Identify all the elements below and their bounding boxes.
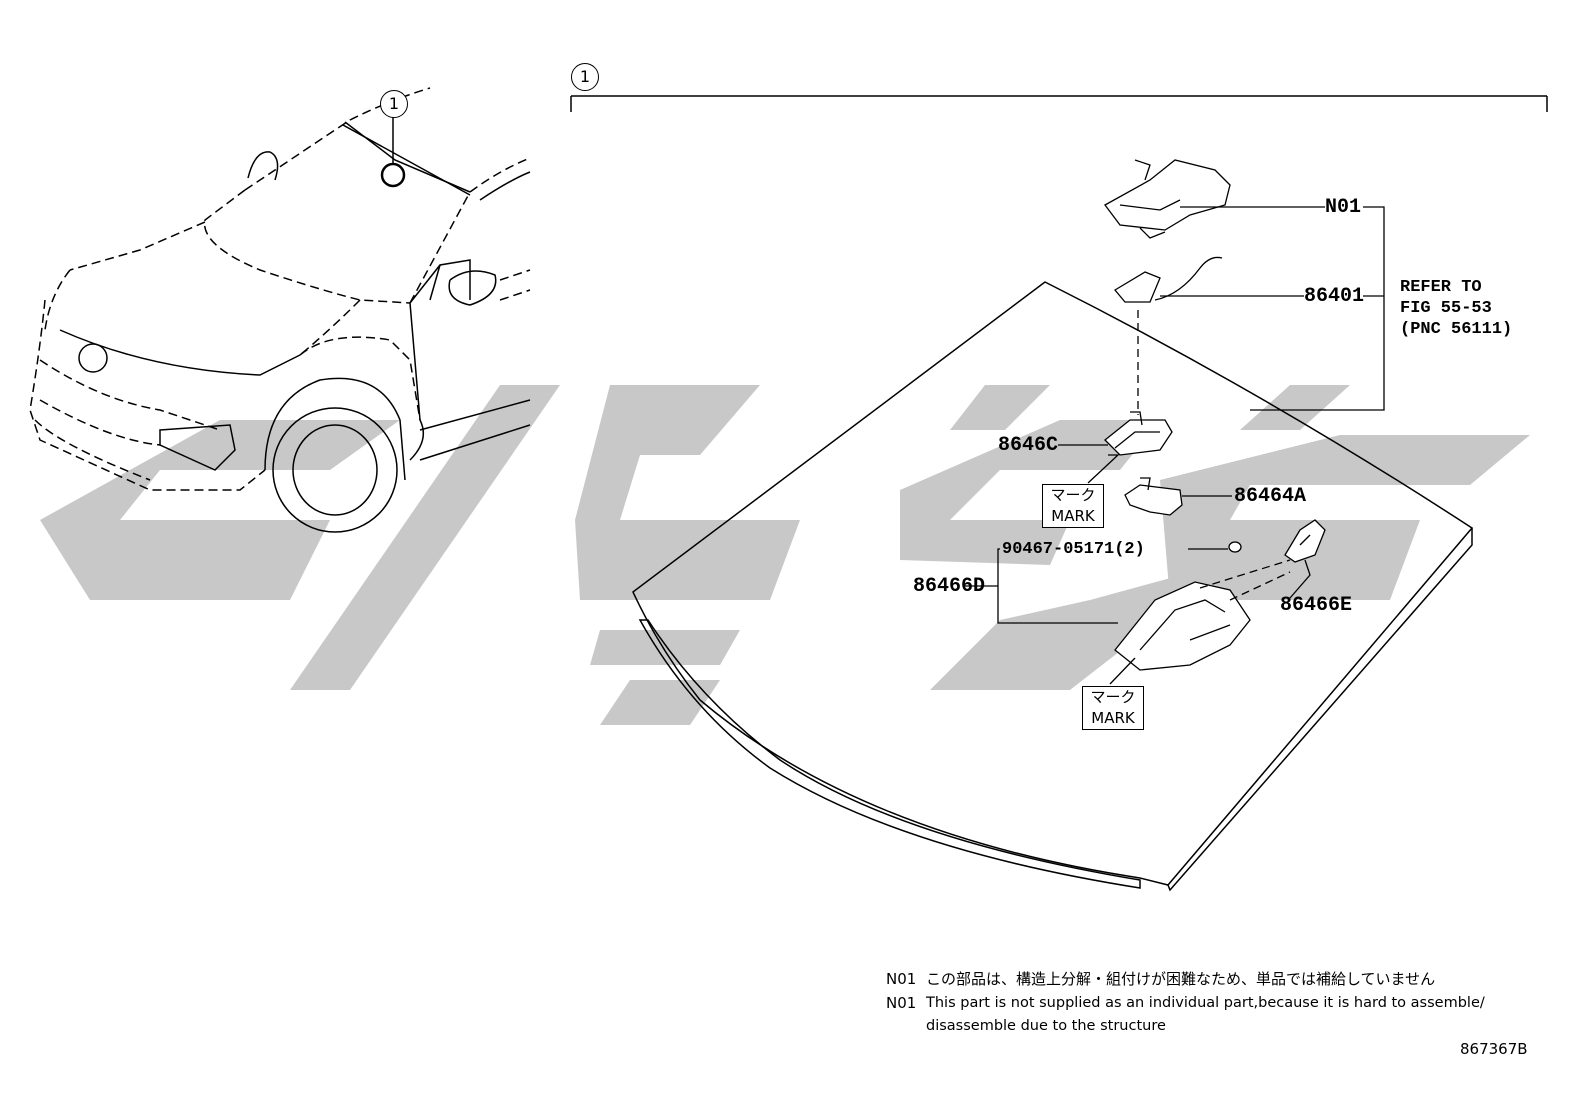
- mark-box-lower-en: MARK: [1091, 709, 1135, 727]
- refer-line-2: FIG 55-53: [1400, 299, 1492, 318]
- note-jp-text: この部品は、構造上分解・組付けが困難なため、単品では補給していません: [926, 970, 1436, 988]
- part-86466e-bracket: [1284, 519, 1326, 563]
- note-jp-code: N01: [886, 970, 917, 988]
- assembly-bracket: [570, 95, 1548, 112]
- note-en-text-1: This part is not supplied as an individu…: [926, 995, 1485, 1011]
- refer-line-3: (PNC 56111): [1400, 320, 1513, 339]
- windshield-glass: [632, 281, 1474, 892]
- label-86401: 86401: [1304, 285, 1365, 308]
- mark-box-upper-jp: マーク: [1050, 486, 1096, 504]
- watermark-logo: [40, 385, 1530, 725]
- label-86466d: 86466D: [913, 575, 986, 598]
- mark-box-lower: マーク MARK: [1082, 686, 1144, 730]
- label-86466e: 86466E: [1280, 594, 1353, 617]
- part-86401-sensor: [1114, 256, 1223, 415]
- part-86466d-cover: [1114, 559, 1291, 671]
- mark-box-upper: マーク MARK: [1042, 484, 1104, 528]
- mark-box-upper-en: MARK: [1051, 507, 1095, 525]
- label-n01: N01: [1325, 196, 1362, 219]
- part-n01-bracket: [1104, 159, 1231, 239]
- mark-box-lower-jp: マーク: [1090, 688, 1136, 706]
- note-en-code: N01: [886, 994, 917, 1012]
- part-86464a-clip: [1124, 477, 1183, 516]
- note-en-text-2: disassemble due to the structure: [926, 1018, 1166, 1034]
- figure-id: 867367B: [1460, 1040, 1528, 1058]
- part-8646c-bracket: [1104, 411, 1173, 456]
- callout-1-assembly: 1: [571, 63, 599, 91]
- label-8646c: 8646C: [998, 434, 1059, 457]
- label-86464a: 86464A: [1234, 485, 1307, 508]
- callout-1-vehicle: 1: [380, 90, 408, 118]
- label-90467: 90467-05171(2): [1002, 540, 1145, 559]
- part-90467-clip: [1228, 541, 1242, 553]
- refer-line-1: REFER TO: [1400, 278, 1482, 297]
- leader-lines: [963, 206, 1385, 685]
- vehicle-outline: [29, 87, 531, 533]
